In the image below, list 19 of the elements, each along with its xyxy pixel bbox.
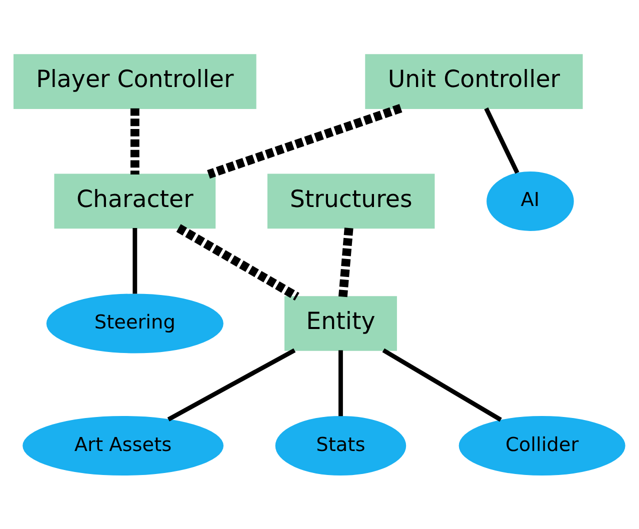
node-ellipse: Stats: [275, 416, 406, 476]
node-ellipse: AI: [486, 170, 574, 230]
connector: [338, 227, 354, 297]
node-ellipse: Art Assets: [22, 416, 224, 476]
node-box: Character: [54, 173, 216, 228]
connector: [132, 227, 138, 294]
connector: [382, 348, 502, 422]
node-ellipse: Steering: [46, 293, 224, 353]
connector: [207, 104, 402, 178]
node-ellipse: Collider: [458, 416, 626, 476]
connector: [130, 108, 140, 174]
node-box: Entity: [284, 296, 397, 350]
node-box: Unit Controller: [365, 54, 583, 108]
connector: [338, 350, 343, 416]
node-box: Player Controller: [14, 54, 256, 108]
connector: [176, 224, 300, 300]
connector: [167, 348, 296, 421]
connector: [484, 106, 520, 174]
node-box: Structures: [267, 173, 435, 228]
